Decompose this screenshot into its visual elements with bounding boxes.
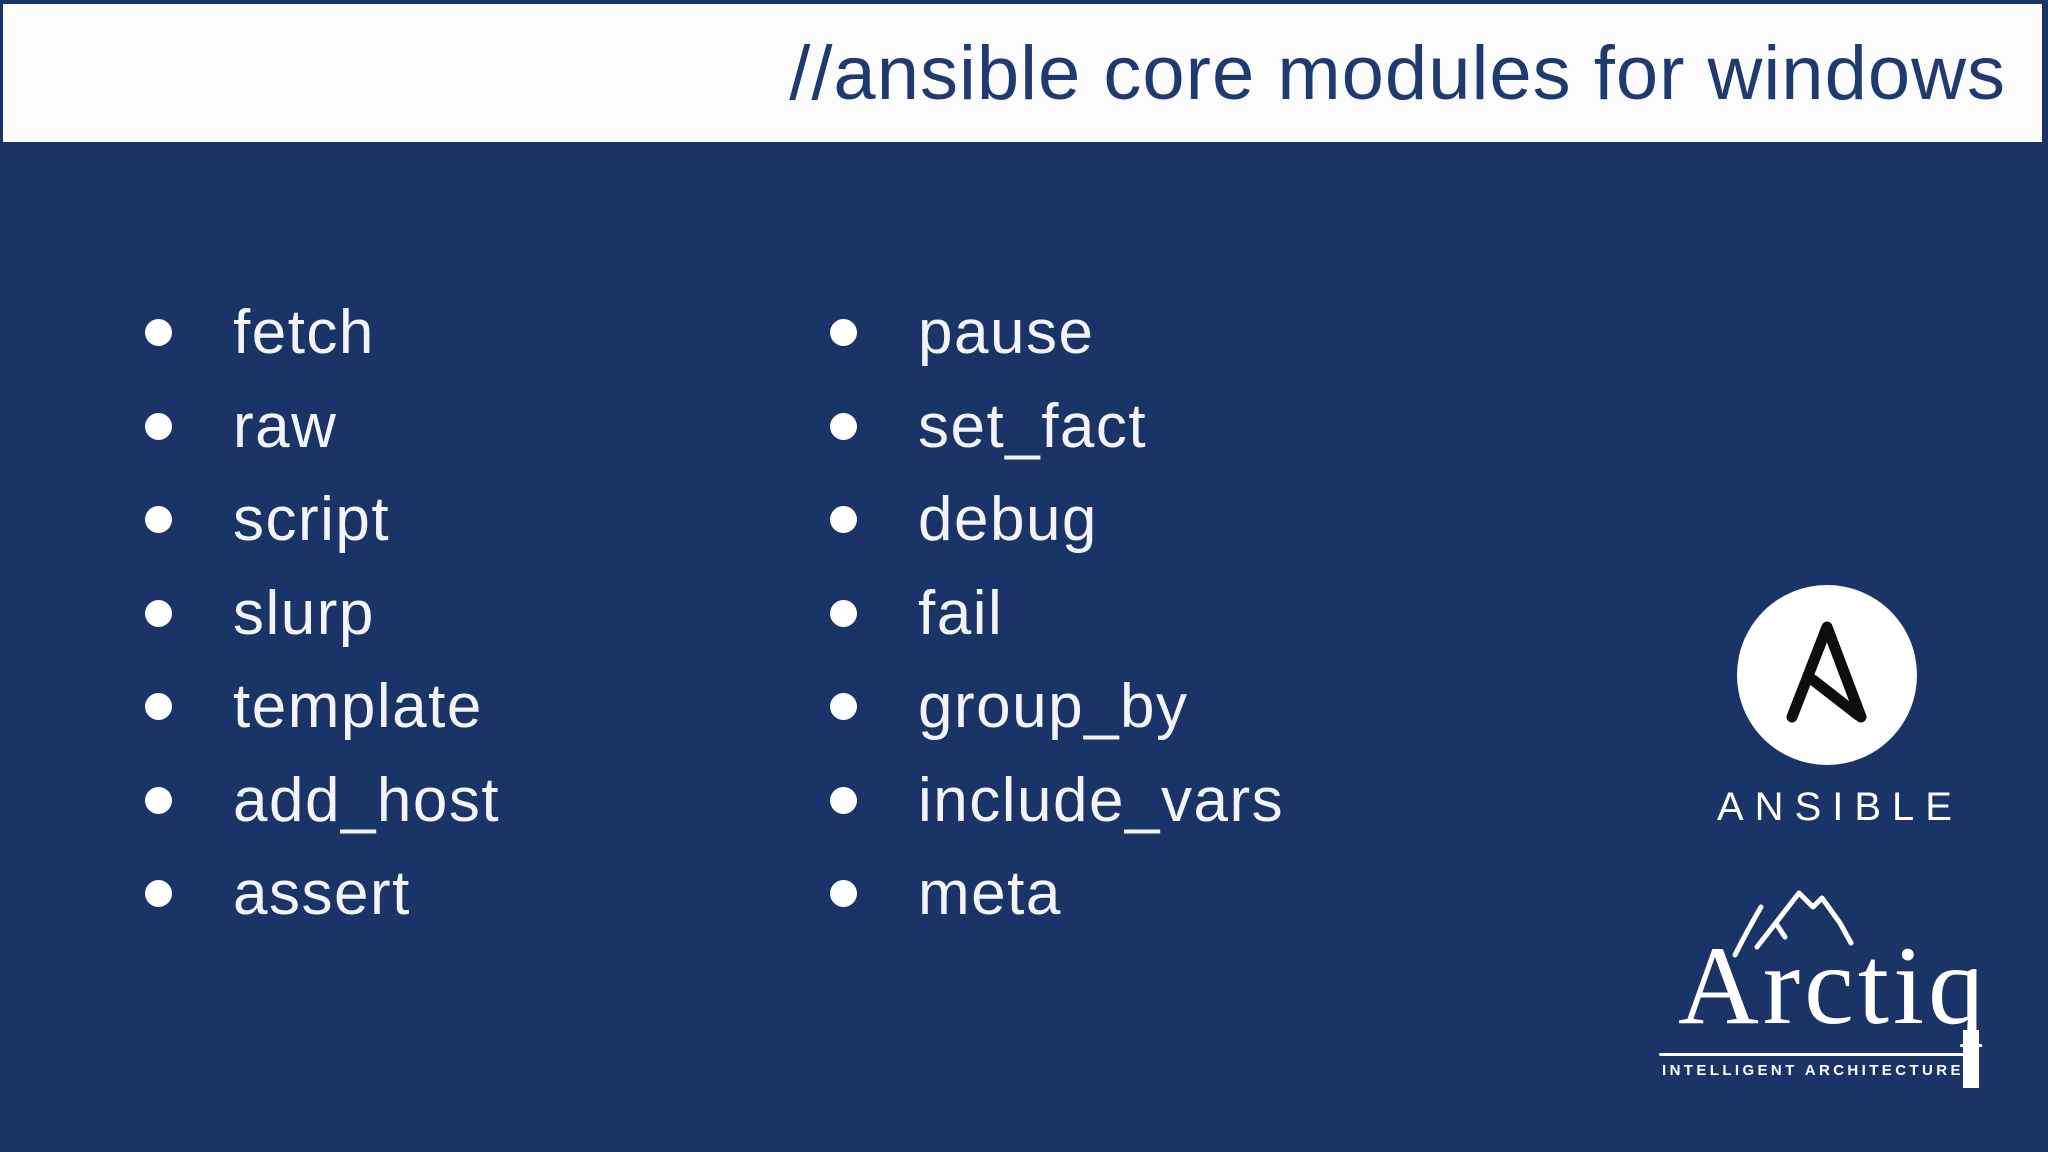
arctiq-wordmark: Arctiq [1678,924,1989,1048]
module-name: add_host [233,765,501,835]
module-name: group_by [918,672,1189,742]
bullet-icon [830,506,857,534]
bullet-icon [830,693,857,721]
module-name: meta [918,859,1062,929]
module-name: include_vars [918,765,1285,835]
list-item: debug [817,473,1284,567]
slide-title: //ansible core modules for windows [789,31,2006,116]
list-item: raw [132,380,500,474]
bullet-icon [145,319,172,347]
module-name: script [233,485,391,555]
list-item: add_host [132,754,500,848]
bullet-icon [830,599,857,627]
module-name: slurp [233,578,375,648]
module-name: raw [233,391,338,461]
arctiq-q-descender [1963,1030,1979,1088]
bullet-icon [830,319,857,347]
arctiq-divider [1659,1053,1965,1056]
list-item: group_by [817,660,1284,754]
list-item: fail [817,567,1284,661]
ansible-logo: ANSIBLE [1706,585,1963,830]
mountain-icon [1732,890,1854,958]
bullet-icon [830,880,857,908]
list-item: set_fact [817,380,1284,474]
module-name: assert [233,859,411,929]
bullet-icon [830,412,857,440]
arctiq-logo: Arctiq INTELLIGENT ARCHITECTURE [1645,880,1990,1100]
module-name: debug [918,485,1098,555]
list-item: meta [817,847,1284,941]
bullet-icon [145,880,172,908]
bullet-icon [145,506,172,534]
module-name: fail [918,578,1004,648]
list-item: slurp [132,567,500,661]
module-name: pause [918,298,1095,368]
list-item: script [132,473,500,567]
bullet-icon [145,599,172,627]
module-name: template [233,672,483,742]
list-item: template [132,660,500,754]
ansible-wordmark: ANSIBLE [1717,785,1963,829]
list-item: fetch [132,286,500,380]
header-band: //ansible core modules for windows [3,4,2042,142]
ansible-a-icon [1786,621,1867,723]
module-name: set_fact [918,391,1148,461]
bullet-icon [145,412,172,440]
arctiq-tagline: INTELLIGENT ARCHITECTURE [1662,1062,1964,1079]
list-item: include_vars [817,754,1284,848]
module-name: fetch [233,298,375,368]
bullet-icon [830,786,857,814]
bullet-icon [145,693,172,721]
list-item: pause [817,286,1284,380]
ansible-circle [1737,585,1917,765]
list-item: assert [132,847,500,941]
bullet-icon [145,786,172,814]
